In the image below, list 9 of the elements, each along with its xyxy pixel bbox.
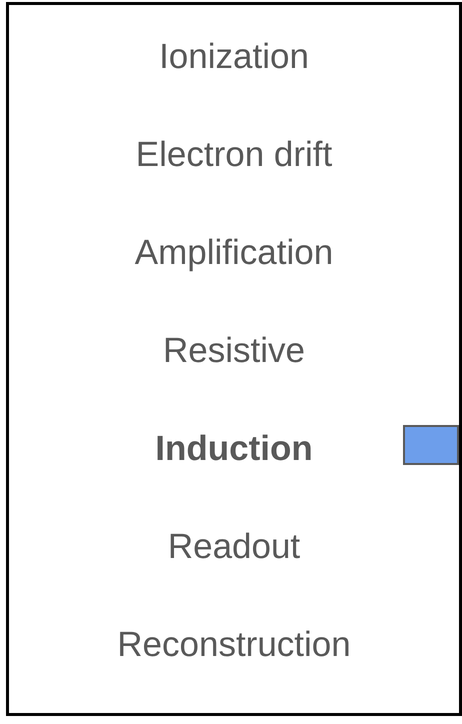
process-step: Reconstruction	[9, 625, 459, 665]
process-step: Induction	[9, 429, 459, 469]
process-step: Electron drift	[9, 135, 459, 175]
process-step: Readout	[9, 527, 459, 567]
process-step: Resistive	[9, 331, 459, 371]
process-frame	[6, 2, 462, 716]
process-step: Ionization	[9, 37, 459, 77]
process-step: Amplification	[9, 233, 459, 273]
block-marker	[403, 425, 459, 465]
